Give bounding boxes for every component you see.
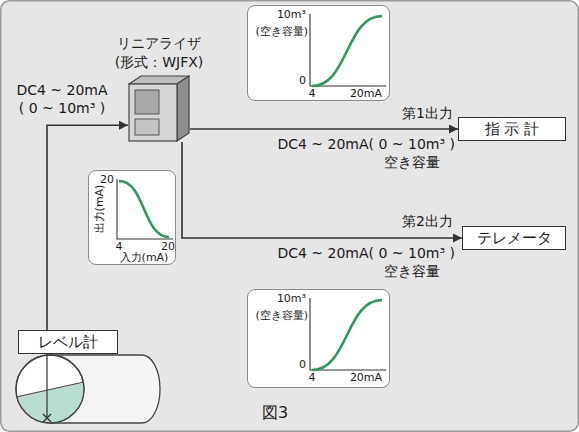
graph-curve [248, 6, 389, 100]
axis-label: 0 [299, 75, 306, 88]
signal-line [182, 142, 462, 238]
axis-label: 20mA [350, 372, 382, 385]
telemeter-box: テレメータ [462, 226, 566, 250]
box-label: テレメータ [477, 229, 552, 248]
indicator-box: 指 示 計 [458, 117, 566, 141]
axis-label: (空き容量) [255, 310, 308, 323]
signal-label: 空き容量 [384, 154, 440, 171]
level-meter-box: レベル計 [18, 330, 118, 354]
edge-label: 第2出力 [402, 213, 462, 231]
tank-drawing [10, 354, 160, 430]
axis-label: 10m³ [277, 293, 306, 306]
axis-label: 入力(mA) [120, 252, 169, 265]
axis-label: 4 [309, 88, 316, 101]
box-label: レベル計 [38, 333, 98, 352]
graph-panel: 10m³ (空き容量) 04 20mA [247, 5, 390, 101]
linearizer-housing [128, 75, 190, 142]
figure-caption: 図3 [262, 403, 288, 424]
edge-label: 第1出力 [402, 105, 462, 123]
edge-label: DC4 ~ 20mA ( 0 ~ 10m³ ) [16, 82, 108, 117]
box-label: 指 示 計 [485, 120, 540, 139]
signal-line [190, 128, 458, 130]
signal-label: 空き容量 [384, 263, 440, 280]
graph-panel: 20出力(mA)420入力(mA) [88, 170, 176, 265]
signal-label: DC4 ~ 20mA( 0 ~ 10m³ ) [277, 245, 455, 262]
device-heading: リニアライザ (形式：WJFX) [107, 34, 211, 72]
axis-label: 4 [309, 372, 316, 385]
signal-label: DC4 ~ 20mA( 0 ~ 10m³ ) [277, 136, 455, 153]
axis-label: 20mA [350, 88, 382, 101]
axis-label: 10m³ [277, 9, 306, 22]
axis-label: (空き容量) [255, 26, 308, 39]
linearizer-device: リニアライザ (形式：WJFX) [128, 75, 190, 142]
axis-label: 0 [299, 359, 306, 372]
graph-panel: 10m³ (空き容量) 04 20mA [247, 289, 390, 388]
axis-label: 出力(mA) [94, 185, 107, 234]
